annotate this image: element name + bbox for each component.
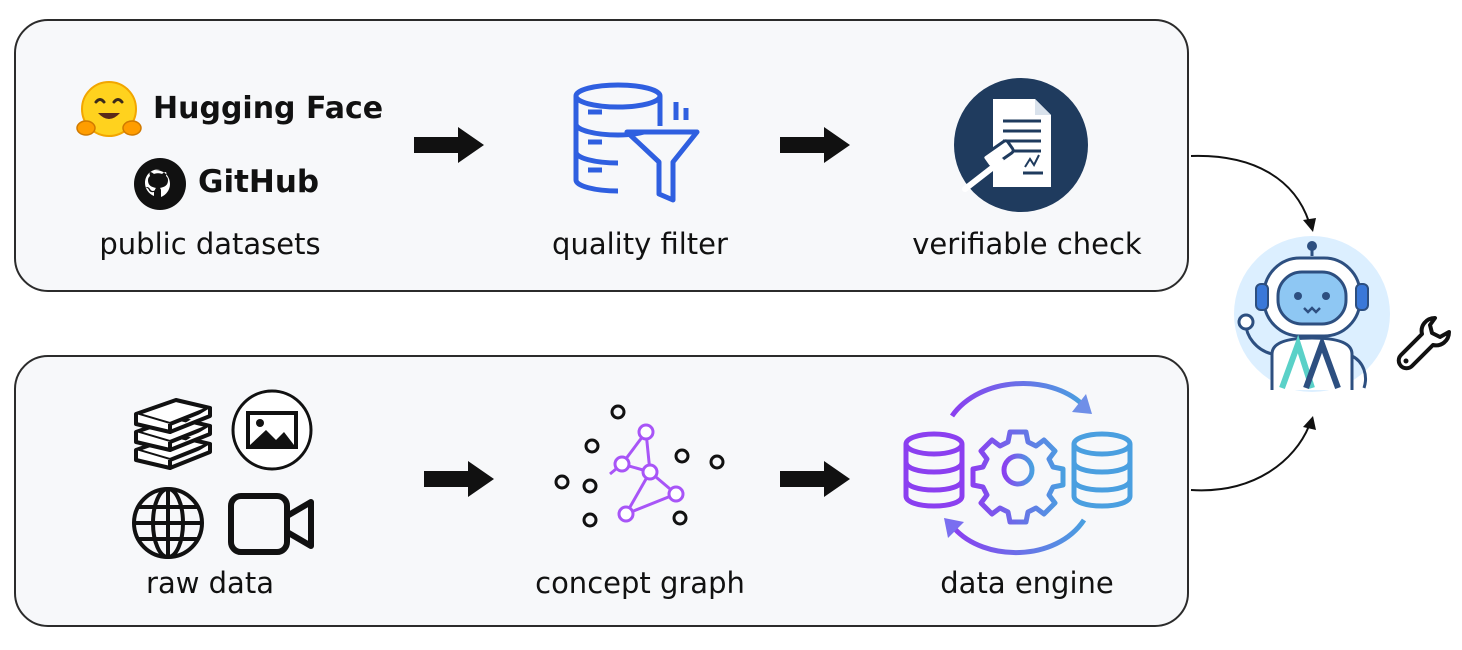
connector-arrows [1190,154,1316,492]
wrench-icon [1396,316,1451,371]
hugging-face-icon [76,81,142,137]
robot-icon [1234,236,1390,392]
step-label-data-engine: data engine [940,566,1114,600]
github-icon [134,158,186,210]
concept-graph-icon [554,404,725,528]
flow-arrow [780,127,850,163]
database-filter-icon [573,82,700,203]
hugging-face-wordmark: Hugging Face [153,91,384,126]
step-label-concept-graph: concept graph [535,566,745,600]
document-gavel-icon [954,78,1088,212]
globe-icon [132,487,204,559]
books-icon [134,398,212,470]
github-wordmark: GitHub [198,164,320,200]
flow-arrow [414,127,484,163]
step-label-public-datasets: public datasets [99,227,321,261]
data-engine-icon [903,381,1133,556]
flow-arrow [780,461,850,497]
step-label-quality-filter: quality filter [552,227,728,261]
step-label-raw-data: raw data [146,566,274,600]
pipeline-bottom-panel [14,355,1189,627]
video-camera-icon [228,493,314,555]
image-icon [231,389,313,471]
step-label-verifiable-check: verifiable check [912,227,1142,261]
flow-arrow [424,461,494,497]
